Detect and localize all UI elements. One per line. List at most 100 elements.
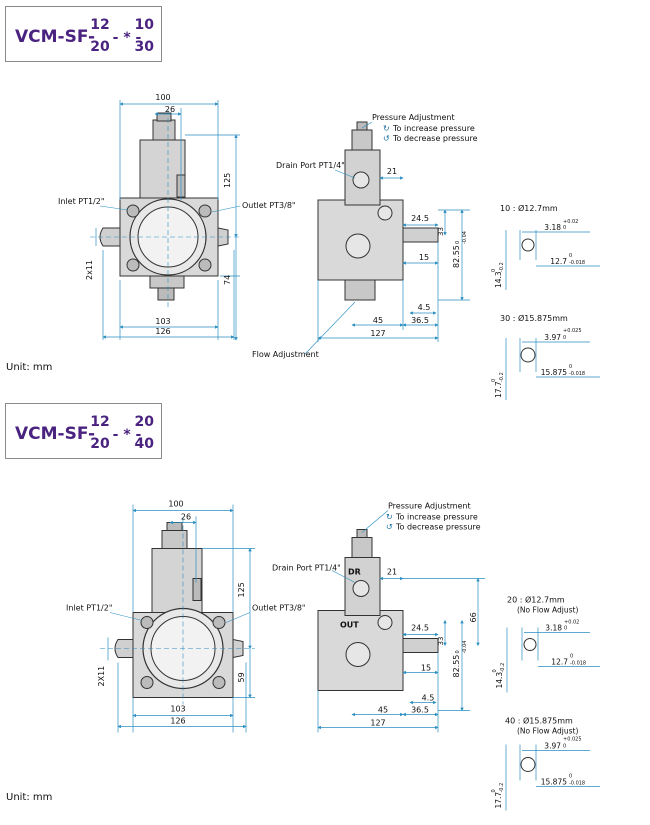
dim-24-5: 24.5 bbox=[411, 624, 429, 633]
shaft-b-title: 40 : Ø15.875mm bbox=[505, 716, 573, 726]
model-opt-top: 10 bbox=[135, 17, 155, 33]
shaft-a-sub: (No Flow Adjust) bbox=[517, 606, 578, 615]
shaft-a-vert-tol-bot: -0.2 bbox=[500, 663, 506, 673]
increase-arrow-icon: ↻ bbox=[383, 124, 390, 133]
shaft-a-key: 3.18 bbox=[545, 624, 562, 633]
dim-82-55: 82.55 bbox=[452, 655, 461, 678]
model-frac-top: 12 bbox=[90, 17, 109, 33]
bolt-icon bbox=[198, 258, 212, 272]
label-drain-port: Drain Port PT1/4" bbox=[272, 564, 341, 573]
model-frac-bottom: 20 bbox=[90, 39, 110, 55]
dim-103: 103 bbox=[155, 317, 170, 326]
dim-4-5: 4.5 bbox=[422, 694, 435, 703]
shaft-b-circle bbox=[520, 757, 536, 772]
side-dimensions bbox=[317, 576, 485, 733]
dim-tol-neg: -0.04 bbox=[462, 231, 468, 244]
dim-127: 127 bbox=[370, 719, 385, 728]
model-code: VCM-SF- 12 20 - * - 20 40 bbox=[15, 414, 154, 452]
shaft-detail-b: 40 : Ø15.875mm (No Flow Adjust) 3.97 +0.… bbox=[491, 716, 600, 811]
front-view bbox=[90, 110, 240, 308]
shaft-detail-a: 10 : Ø12.7mm 3.18 +0.02 0 12.7 0 -0.018 … bbox=[491, 203, 600, 290]
shaft-a-vert: 14.3 bbox=[494, 271, 503, 288]
model-frac-top: 12 bbox=[90, 414, 109, 430]
dim-26: 26 bbox=[165, 105, 175, 114]
front-view bbox=[100, 517, 255, 705]
decrease-arrow-icon: ↺ bbox=[386, 523, 393, 532]
dim-45: 45 bbox=[378, 706, 388, 715]
bolt-icon bbox=[198, 204, 212, 218]
increase-arrow-icon: ↻ bbox=[386, 513, 393, 522]
shaft-a-key-tol-bot: 0 bbox=[564, 626, 567, 632]
dim-82-55: 82.55 bbox=[452, 245, 461, 268]
side-upper-body bbox=[344, 557, 381, 616]
model-sep: - * - bbox=[113, 30, 142, 46]
shaft-detail-a: 20 : Ø12.7mm (No Flow Adjust) 3.18 +0.02… bbox=[492, 595, 600, 693]
shaft-b-depth-tol-top: 0 bbox=[569, 774, 572, 780]
shaft-a-circle bbox=[521, 238, 535, 252]
front-dimensions bbox=[107, 504, 255, 733]
dim-slot: 2X11 bbox=[97, 666, 106, 687]
label-drain-port: Drain Port PT1/4" bbox=[276, 161, 345, 170]
label-flow-adjustment: Flow Adjustment bbox=[252, 350, 319, 359]
label-dr: DR bbox=[348, 568, 361, 577]
shaft-b-key-tol-top: +0.025 bbox=[563, 328, 582, 334]
decrease-arrow-icon: ↺ bbox=[383, 134, 390, 143]
shaft-a-title: 10 : Ø12.7mm bbox=[500, 203, 558, 213]
side-shaft bbox=[402, 638, 439, 653]
dim-tol-0: 0 bbox=[455, 650, 461, 653]
side-dimensions bbox=[317, 176, 470, 342]
side-flow-adjust bbox=[344, 279, 376, 301]
shaft-a-key: 3.18 bbox=[544, 223, 561, 232]
shaft-a-vert: 14.3 bbox=[495, 672, 504, 689]
shaft-b-vert-tol-top: 0 bbox=[491, 789, 497, 792]
dim-66: 66 bbox=[469, 612, 478, 622]
dim-125: 125 bbox=[223, 173, 232, 188]
shaft-a-depth-tol-bot: -0.018 bbox=[569, 260, 585, 266]
dim-59: 59 bbox=[237, 672, 246, 682]
drain-port-icon bbox=[352, 171, 370, 189]
inlet-port-icon bbox=[345, 233, 371, 259]
flow-adjust-nut bbox=[157, 287, 175, 301]
dim-100: 100 bbox=[155, 93, 170, 102]
shaft-a-vert-tol-bot: -0.2 bbox=[499, 262, 505, 272]
bolt-icon bbox=[212, 676, 226, 689]
side-adjust-cap bbox=[351, 129, 373, 151]
model-title-box: VCM-SF- 12 20 - * - 20 40 bbox=[5, 403, 162, 459]
drain-port-icon bbox=[352, 580, 370, 597]
side-view bbox=[317, 529, 439, 691]
shaft-b-vert: 17.7 bbox=[494, 792, 503, 809]
shaft-a-title: 20 : Ø12.7mm bbox=[507, 595, 565, 605]
dim-15: 15 bbox=[421, 664, 431, 673]
dim-103: 103 bbox=[170, 705, 185, 714]
port-icon bbox=[377, 205, 393, 221]
shaft-a-depth-tol-top: 0 bbox=[569, 253, 572, 259]
dim-tol-0: 0 bbox=[455, 241, 461, 244]
side-shaft bbox=[402, 227, 439, 243]
bolt-icon bbox=[126, 204, 140, 218]
model-sep: - * - bbox=[113, 427, 142, 443]
shaft-a-vert-tol-top: 0 bbox=[492, 669, 498, 672]
dim-24-5: 24.5 bbox=[411, 214, 429, 223]
dim-26: 26 bbox=[181, 513, 191, 522]
shaft-b-depth-tol-top: 0 bbox=[569, 364, 572, 370]
shaft-b-depth-tol-bot: -0.018 bbox=[569, 781, 585, 787]
label-out: OUT bbox=[340, 621, 359, 630]
bolt-icon bbox=[212, 616, 226, 629]
bolt-icon bbox=[140, 616, 154, 629]
shaft-b-key-tol-top: +0.025 bbox=[563, 737, 582, 743]
dim-125: 125 bbox=[237, 582, 246, 597]
dim-36-5: 36.5 bbox=[411, 706, 429, 715]
model-prefix: VCM-SF- bbox=[15, 27, 95, 47]
label-outlet: Outlet PT3/8" bbox=[242, 201, 296, 210]
shaft-a-depth: 12.7 bbox=[550, 257, 567, 266]
dim-100: 100 bbox=[168, 500, 183, 509]
dim-36-5: 36.5 bbox=[411, 316, 429, 325]
inlet-port-icon bbox=[345, 642, 371, 667]
shaft-b-sub: (No Flow Adjust) bbox=[517, 727, 578, 736]
label-inlet: Inlet PT1/2" bbox=[58, 197, 105, 206]
shaft-b-key: 3.97 bbox=[544, 333, 561, 342]
model-frac-bottom: 20 bbox=[90, 436, 110, 452]
dim-33: 33 bbox=[437, 637, 445, 646]
port-icon bbox=[377, 615, 393, 630]
label-pressure-adjustment: Pressure Adjustment bbox=[372, 113, 455, 122]
